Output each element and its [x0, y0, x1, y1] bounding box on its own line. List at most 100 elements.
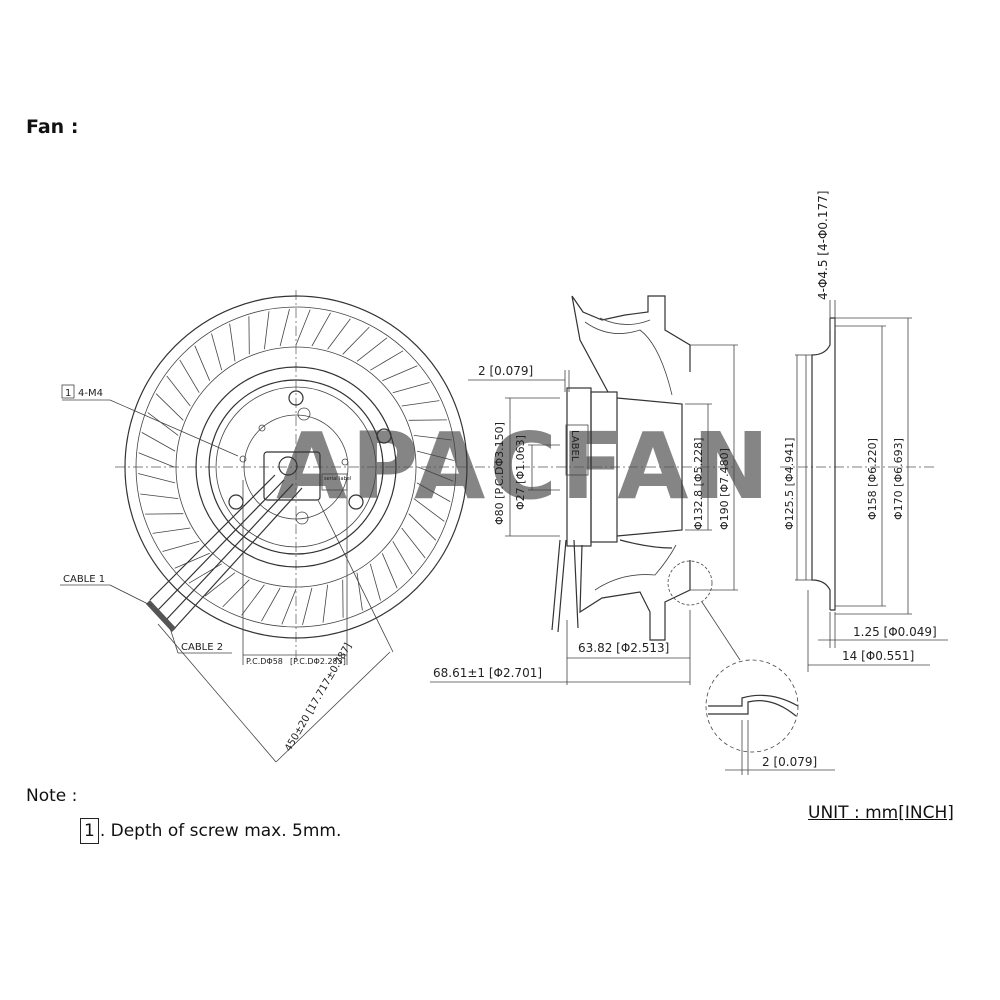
dim-depth: 63.82 [Φ2.513] — [578, 641, 669, 655]
impeller-blade — [179, 359, 200, 393]
impeller-blade — [401, 400, 440, 407]
impeller-blade — [311, 312, 331, 347]
side-view: LABEL 2 [0.079] Φ80 [P.C.DΦ3.150] Φ27 [Φ… — [430, 295, 741, 685]
impeller-blade — [356, 337, 388, 362]
dim-outer: Φ190 [Φ7.480] — [718, 448, 731, 530]
hub-center — [278, 456, 298, 476]
cable-bundle — [149, 474, 303, 631]
screw-hole-1 — [239, 455, 247, 463]
page-title: Fan : — [26, 116, 79, 138]
note-title: Note : — [26, 786, 78, 806]
screw-hole-2 — [341, 458, 349, 466]
cable-length-ext-2 — [157, 623, 277, 763]
motor-housing — [616, 397, 683, 537]
dim-width: 14 [Φ0.551] — [842, 649, 914, 663]
dim-hub: Φ27 [Φ1.063] — [514, 435, 527, 510]
motor-body — [590, 391, 618, 543]
motor-plate-outer — [208, 379, 384, 555]
impeller-blade — [166, 375, 191, 407]
ring-holes: 4-Φ4.5 [4-Φ0.177] — [816, 191, 830, 300]
dim-pcd: Φ80 [P.C.DΦ3.150] — [493, 422, 506, 525]
impeller-inner-circle — [195, 366, 397, 568]
impeller-blade — [152, 527, 191, 534]
impeller-blade — [392, 382, 430, 394]
dim-170: Φ170 [Φ6.693] — [892, 438, 905, 520]
note-line: 1 . Depth of screw max. 5mm. — [80, 818, 341, 844]
impeller-blade — [381, 553, 398, 589]
impeller-blade — [382, 365, 418, 382]
mount-hole-far-right — [376, 428, 392, 444]
screw-hole-3 — [258, 424, 266, 432]
cable-grommet — [295, 511, 309, 525]
note-number-box: 1 — [80, 818, 99, 844]
impeller-blades — [138, 309, 454, 625]
impeller-top-profile — [571, 295, 691, 393]
impeller-blade — [194, 345, 211, 381]
ring-flange — [830, 317, 836, 611]
impeller-bottom-profile — [579, 539, 691, 641]
front-view: serial label 1 4-M4 CABLE 1 CABLE 2 P.C.… — [60, 290, 495, 763]
cable1-label: CABLE 1 — [63, 574, 105, 585]
impeller-blade — [322, 584, 328, 623]
impeller-blade — [416, 482, 451, 502]
dim-thickness: 1.25 [Φ0.049] — [853, 625, 937, 639]
impeller-blade — [222, 579, 250, 608]
pcd-label: P.C.DΦ58 — [246, 657, 283, 666]
dim-inner: Φ125.5 [Φ4.941] — [783, 438, 796, 530]
blade-curve-top — [584, 317, 673, 396]
impeller-blade — [211, 333, 223, 371]
cable2-leader — [169, 627, 179, 654]
unit-label: UNIT : mm[INCH] — [808, 803, 954, 823]
detail-view: 2 [0.079] — [705, 659, 835, 775]
cable-hub — [263, 451, 321, 501]
cable1-leader — [109, 584, 153, 607]
watermark: APACFAN — [276, 413, 773, 520]
impeller-blade — [401, 527, 426, 559]
mount-hole-callout-box — [61, 384, 75, 399]
dim-motor: Φ132.8 [Φ5.228] — [692, 438, 705, 530]
impeller-blade — [174, 552, 210, 569]
impeller-blade — [155, 393, 184, 421]
impeller-blade — [327, 318, 351, 350]
impeller-blade — [416, 450, 454, 461]
cable-length-ext — [317, 499, 394, 653]
impeller-blade — [302, 587, 313, 625]
detail-profile-bottom — [708, 700, 797, 717]
side-cables — [551, 539, 579, 633]
pcd-inch: [P.C.DΦ2.283] — [290, 657, 346, 666]
cable-ends — [146, 600, 176, 632]
mount-hole-left — [228, 494, 244, 510]
impeller-blade — [295, 309, 311, 346]
ring-body — [811, 318, 831, 610]
ring-view: 4-Φ4.5 [4-Φ0.177] Φ125.5 [Φ4.941] Φ158 [… — [780, 191, 948, 672]
impeller-blade — [413, 498, 445, 522]
impeller-blade — [342, 326, 370, 355]
mount-hole-right — [348, 494, 364, 510]
ring-inner — [805, 354, 812, 581]
impeller-blade — [417, 466, 454, 482]
cable-length-dim-line — [275, 651, 391, 763]
impeller-blade — [370, 350, 404, 371]
impeller-blade — [229, 323, 236, 362]
motor-plate-inner — [215, 386, 377, 548]
impeller-blade — [204, 572, 236, 597]
impeller-blade — [279, 309, 290, 347]
impeller-blade — [392, 541, 413, 575]
detail-marker — [667, 560, 713, 606]
mount-hole-leader — [109, 399, 239, 457]
dim-158: Φ158 [Φ6.220] — [866, 438, 879, 520]
hub-boss — [297, 407, 311, 421]
impeller-blade — [138, 473, 176, 484]
impeller-blade — [281, 588, 297, 625]
dim-detail: 2 [0.079] — [762, 755, 817, 769]
label-text: LABEL — [569, 430, 580, 462]
detail-leader — [701, 601, 741, 661]
impeller-blade — [141, 432, 176, 452]
impeller-blade — [369, 563, 381, 601]
dim-total: 68.61±1 [Φ2.701] — [433, 666, 542, 680]
impeller-blade — [147, 412, 179, 436]
dim-top: 2 [0.079] — [478, 364, 533, 378]
impeller-blade — [261, 587, 281, 622]
blade-ring-outer — [135, 306, 457, 628]
blade-curve-bottom — [594, 544, 677, 591]
